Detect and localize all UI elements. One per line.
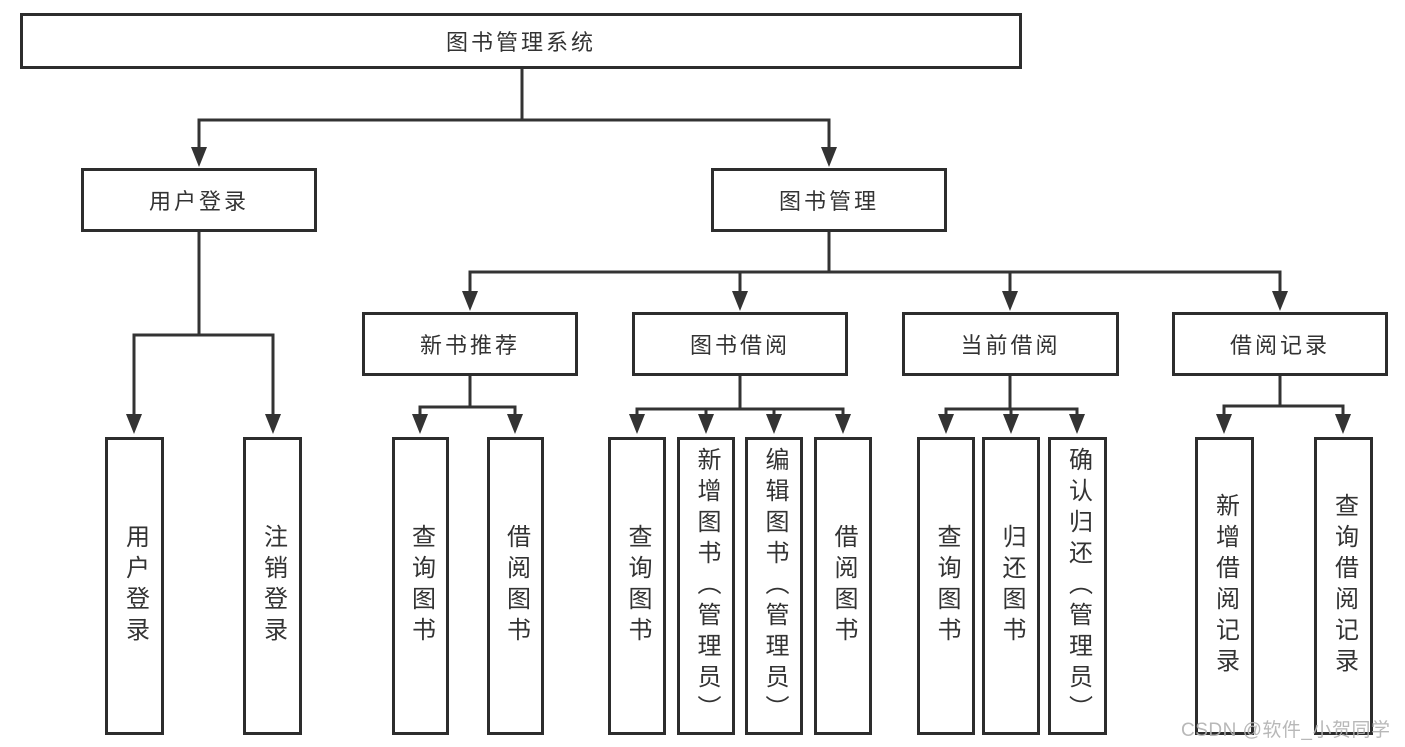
leaf-confirm-return-admin: 确认归还（管理员）: [1048, 437, 1107, 735]
node-book-borrow-label: 图书借阅: [689, 333, 790, 358]
leaf-query-borrow-record: 查询借阅记录: [1314, 437, 1373, 735]
node-new-book-recommend-label: 新书推荐: [419, 333, 520, 358]
leaf-query-borrow-record-label: 查询借阅记录: [1330, 493, 1358, 679]
leaf-edit-book-admin-label: 编辑图书（管理员）: [761, 446, 788, 726]
node-new-book-recommend: 新书推荐: [362, 312, 578, 376]
node-root-label: 图书管理系统: [445, 30, 596, 55]
leaf-add-book-admin-label: 新增图书（管理员）: [693, 446, 720, 726]
leaf-logout: 注销登录: [243, 437, 302, 735]
leaf-borrow-books-label: 借阅图书: [830, 524, 857, 648]
csdn-watermark: CSDN @软件_小贺同学: [1181, 720, 1391, 741]
node-book-management-label: 图书管理: [778, 189, 879, 214]
leaf-borrow-books-recommend-label: 借阅图书: [502, 524, 530, 648]
leaf-query-books-recommend-label: 查询图书: [407, 524, 435, 648]
node-current-borrow-label: 当前借阅: [960, 333, 1061, 358]
leaf-user-login: 用户登录: [105, 437, 164, 735]
node-borrow-records-label: 借阅记录: [1229, 333, 1330, 358]
leaf-query-books-borrow-label: 查询图书: [624, 524, 651, 648]
leaf-borrow-books: 借阅图书: [814, 437, 872, 735]
leaf-query-books-borrow: 查询图书: [608, 437, 666, 735]
leaf-query-books-current-label: 查询图书: [933, 524, 960, 648]
leaf-add-borrow-record-label: 新增借阅记录: [1211, 493, 1239, 679]
node-book-borrow: 图书借阅: [632, 312, 848, 376]
node-user-login: 用户登录: [81, 168, 317, 232]
node-borrow-records: 借阅记录: [1172, 312, 1388, 376]
node-root: 图书管理系统: [20, 13, 1022, 69]
leaf-query-books-recommend: 查询图书: [392, 437, 449, 735]
node-current-borrow: 当前借阅: [902, 312, 1119, 376]
leaf-add-borrow-record: 新增借阅记录: [1195, 437, 1254, 735]
leaf-logout-label: 注销登录: [259, 524, 287, 648]
leaf-user-login-label: 用户登录: [121, 524, 149, 648]
node-user-login-label: 用户登录: [148, 189, 249, 214]
leaf-edit-book-admin: 编辑图书（管理员）: [745, 437, 803, 735]
leaf-return-book-label: 归还图书: [998, 524, 1025, 648]
leaf-borrow-books-recommend: 借阅图书: [487, 437, 544, 735]
leaf-confirm-return-admin-label: 确认归还（管理员）: [1064, 446, 1092, 726]
arrowheads: [126, 147, 1351, 434]
leaf-return-book: 归还图书: [982, 437, 1040, 735]
node-book-management: 图书管理: [711, 168, 947, 232]
leaf-query-books-current: 查询图书: [917, 437, 975, 735]
leaf-add-book-admin: 新增图书（管理员）: [677, 437, 735, 735]
